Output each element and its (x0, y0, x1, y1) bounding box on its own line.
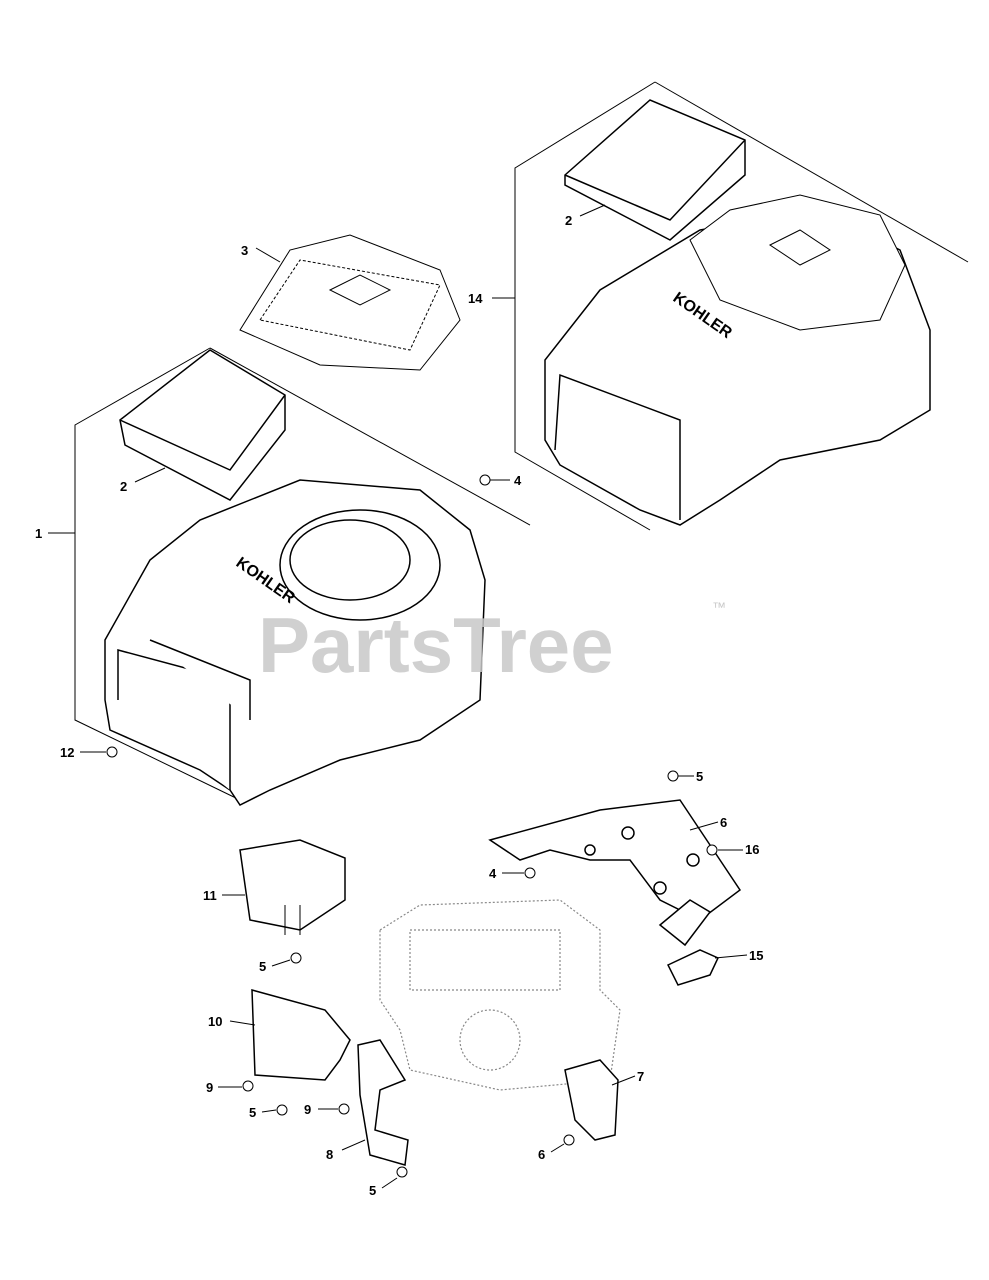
screws (106, 474, 718, 1178)
air-cover-left (119, 349, 286, 501)
blower-housing-left: KOHLER (104, 479, 486, 806)
callout-10: 10 (208, 1014, 222, 1029)
callout-2: 2 (565, 213, 572, 228)
callout-6: 6 (720, 815, 727, 830)
engine-reference-outline (379, 899, 621, 1091)
baffle-10 (251, 989, 351, 1081)
callout-5: 5 (696, 769, 703, 784)
baffle-11 (239, 839, 346, 935)
callout-11: 11 (203, 888, 217, 903)
callout-5: 5 (259, 959, 266, 974)
leader-lines (48, 204, 748, 1189)
callout-6: 6 (538, 1147, 545, 1162)
callout-1: 1 (35, 526, 42, 541)
blower-housing-right: KOHLER (544, 194, 931, 526)
baffle-8 (357, 1039, 409, 1166)
callout-9: 9 (304, 1102, 311, 1117)
callout-9: 9 (206, 1080, 213, 1095)
rotating-screen (239, 234, 461, 371)
callout-4: 4 (489, 866, 497, 881)
callout-15: 15 (749, 948, 763, 963)
callout-8: 8 (326, 1147, 333, 1162)
callout-12: 12 (60, 745, 74, 760)
callout-5: 5 (369, 1183, 376, 1198)
baffle-7 (564, 1059, 619, 1141)
watermark: PartsTree (258, 601, 614, 689)
callout-16: 16 (745, 842, 759, 857)
callout-5: 5 (249, 1105, 256, 1120)
watermark-tm: ™ (712, 599, 726, 615)
callout-2: 2 (120, 479, 127, 494)
callout-4: 4 (514, 473, 522, 488)
callout-7: 7 (637, 1069, 644, 1084)
assembly-14-bracket (514, 81, 969, 531)
callout-14: 14 (468, 291, 483, 306)
bracket-6 (488, 799, 742, 921)
air-cover-right (564, 99, 746, 241)
assembly-1-bracket (74, 347, 531, 801)
part-15 (658, 899, 720, 986)
callout-3: 3 (241, 243, 248, 258)
